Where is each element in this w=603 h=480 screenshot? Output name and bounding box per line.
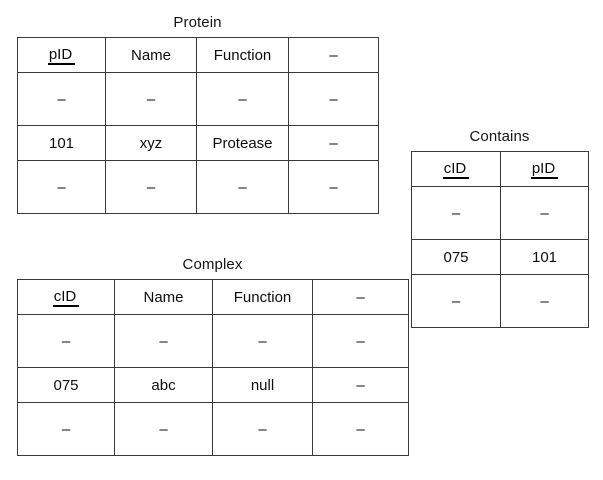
contains-table: cID pID – – 075 101 – –: [411, 151, 589, 328]
dash-glyph: –: [146, 178, 156, 196]
dash-glyph: –: [57, 178, 66, 196]
dash-glyph: –: [258, 332, 267, 350]
protein-relation-block: Protein pID Name Function – – – – – 101 …: [17, 14, 379, 214]
cell-extra: –: [312, 402, 409, 456]
column-header-function: Function: [212, 279, 313, 315]
table-row: – – – –: [17, 402, 409, 456]
table-row: – –: [411, 274, 589, 328]
column-header-function: Function: [196, 37, 289, 73]
protein-table: pID Name Function – – – – – 101 xyz Prot…: [17, 37, 379, 214]
complex-table: cID Name Function – – – – – 075 abc null…: [17, 279, 409, 456]
table-header-row: cID Name Function –: [17, 279, 409, 315]
cell-function: –: [196, 160, 289, 214]
cell-extra: –: [288, 72, 379, 126]
cell-cid: –: [411, 186, 501, 240]
dash-glyph: –: [146, 90, 156, 108]
table-row: 075 abc null –: [17, 367, 409, 403]
column-header-name: Name: [105, 37, 197, 73]
table-row: 075 101: [411, 239, 589, 275]
dash-glyph: –: [238, 178, 247, 196]
cell-cid: –: [411, 274, 501, 328]
cell-name: –: [105, 160, 197, 214]
column-header-pid: pID: [17, 37, 106, 73]
dash-glyph: –: [159, 332, 168, 350]
table-row: – –: [411, 186, 589, 240]
primary-key-label: cID: [52, 289, 80, 307]
dash-glyph: –: [329, 134, 338, 152]
cell-function: –: [212, 314, 313, 368]
cell-name: –: [105, 72, 197, 126]
dash-glyph: –: [329, 178, 338, 196]
dash-glyph: –: [238, 90, 247, 108]
dash-glyph: –: [329, 46, 338, 64]
cell-cid: 075: [17, 367, 115, 403]
cell-extra: –: [288, 160, 379, 214]
complex-table-title: Complex: [182, 256, 243, 273]
primary-key-label: pID: [47, 47, 76, 65]
dash-glyph: –: [61, 420, 71, 438]
contains-relation-block: Contains cID pID – – 075 101 – –: [411, 128, 589, 328]
cell-cid: 075: [411, 239, 501, 275]
cell-extra: –: [312, 367, 409, 403]
dash-glyph: –: [356, 420, 365, 438]
table-header-row: pID Name Function –: [17, 37, 379, 73]
primary-key-label: pID: [530, 161, 559, 179]
dash-glyph: –: [356, 376, 365, 394]
dash-glyph: –: [540, 292, 549, 310]
cell-pid: 101: [500, 239, 589, 275]
column-header-name: Name: [114, 279, 213, 315]
cell-function: –: [212, 402, 313, 456]
column-header-placeholder: –: [312, 279, 409, 315]
cell-name: –: [114, 402, 213, 456]
dash-glyph: –: [61, 332, 71, 350]
column-header-pid: pID: [500, 151, 589, 187]
dash-glyph: –: [258, 420, 267, 438]
table-header-row: cID pID: [411, 151, 589, 187]
column-header-cid: cID: [17, 279, 115, 315]
cell-function: Protease: [196, 125, 289, 161]
cell-cid: –: [17, 314, 115, 368]
cell-function: null: [212, 367, 313, 403]
table-row: – – – –: [17, 160, 379, 214]
cell-pid: –: [17, 72, 106, 126]
cell-function: –: [196, 72, 289, 126]
cell-pid: 101: [17, 125, 106, 161]
cell-name: xyz: [105, 125, 197, 161]
cell-extra: –: [312, 314, 409, 368]
dash-glyph: –: [329, 90, 338, 108]
cell-pid: –: [17, 160, 106, 214]
column-header-cid: cID: [411, 151, 501, 187]
protein-table-title: Protein: [173, 14, 222, 31]
complex-relation-block: Complex cID Name Function – – – – – 075 …: [17, 256, 409, 456]
contains-table-title: Contains: [469, 128, 530, 145]
primary-key-label: cID: [442, 161, 470, 179]
table-row: – – – –: [17, 314, 409, 368]
dash-glyph: –: [356, 288, 365, 306]
cell-name: –: [114, 314, 213, 368]
cell-extra: –: [288, 125, 379, 161]
table-row: 101 xyz Protease –: [17, 125, 379, 161]
dash-glyph: –: [451, 292, 461, 310]
cell-pid: –: [500, 186, 589, 240]
dash-glyph: –: [57, 90, 66, 108]
cell-name: abc: [114, 367, 213, 403]
column-header-placeholder: –: [288, 37, 379, 73]
dash-glyph: –: [540, 204, 549, 222]
dash-glyph: –: [159, 420, 168, 438]
dash-glyph: –: [356, 332, 365, 350]
cell-cid: –: [17, 402, 115, 456]
dash-glyph: –: [451, 204, 461, 222]
cell-pid: –: [500, 274, 589, 328]
table-row: – – – –: [17, 72, 379, 126]
